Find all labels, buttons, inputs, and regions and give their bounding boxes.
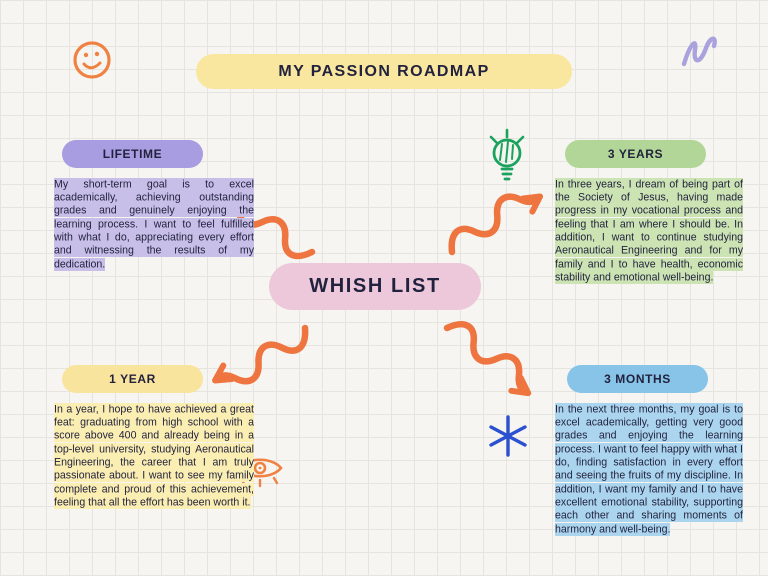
node-one-year-paragraph: In a year, I hope to have achieved a gre…	[54, 402, 254, 509]
squiggle-icon	[681, 36, 717, 67]
title-pill[interactable]: MY PASSION ROADMAP	[196, 54, 572, 89]
node-three-years-text[interactable]: In three years, I dream of being part of…	[555, 177, 743, 285]
node-one-year-label: 1 YEAR	[109, 372, 156, 386]
node-three-months-header[interactable]: 3 MONTHS	[567, 365, 708, 393]
node-three-years-header[interactable]: 3 YEARS	[565, 140, 706, 168]
node-one-year: 1 YEAR In a year, I hope to have achieve…	[54, 365, 254, 510]
smiley-face-icon	[73, 41, 111, 79]
lightbulb-icon	[489, 128, 525, 181]
node-lifetime-header[interactable]: LIFETIME	[62, 140, 203, 168]
center-node-label: WHISH LIST	[309, 275, 441, 297]
node-three-years: 3 YEARS In three years, I dream of being…	[555, 140, 743, 285]
node-three-months: 3 MONTHS In the next three months, my go…	[555, 365, 743, 536]
page-title: MY PASSION ROADMAP	[278, 62, 490, 80]
node-three-months-text[interactable]: In the next three months, my goal is to …	[555, 402, 743, 536]
node-one-year-header[interactable]: 1 YEAR	[62, 365, 203, 393]
node-one-year-text[interactable]: In a year, I hope to have achieved a gre…	[54, 402, 254, 510]
node-lifetime-paragraph: My short-term goal is to excel academica…	[54, 177, 254, 271]
node-three-years-paragraph: In three years, I dream of being part of…	[555, 177, 743, 284]
arrow-to-three-months	[443, 316, 534, 390]
node-lifetime-label: LIFETIME	[102, 147, 163, 161]
node-three-years-label: 3 YEARS	[607, 147, 664, 161]
node-three-months-label: 3 MONTHS	[604, 372, 671, 386]
arrow-to-three-years	[444, 184, 536, 257]
center-node[interactable]: WHISH LIST	[269, 263, 481, 310]
node-three-months-paragraph: In the next three months, my goal is to …	[555, 402, 743, 536]
node-lifetime-text[interactable]: My short-term goal is to excel academica…	[54, 177, 254, 271]
node-lifetime: LIFETIME My short-term goal is to excel …	[54, 140, 254, 271]
asterisk-star-icon	[489, 415, 527, 457]
